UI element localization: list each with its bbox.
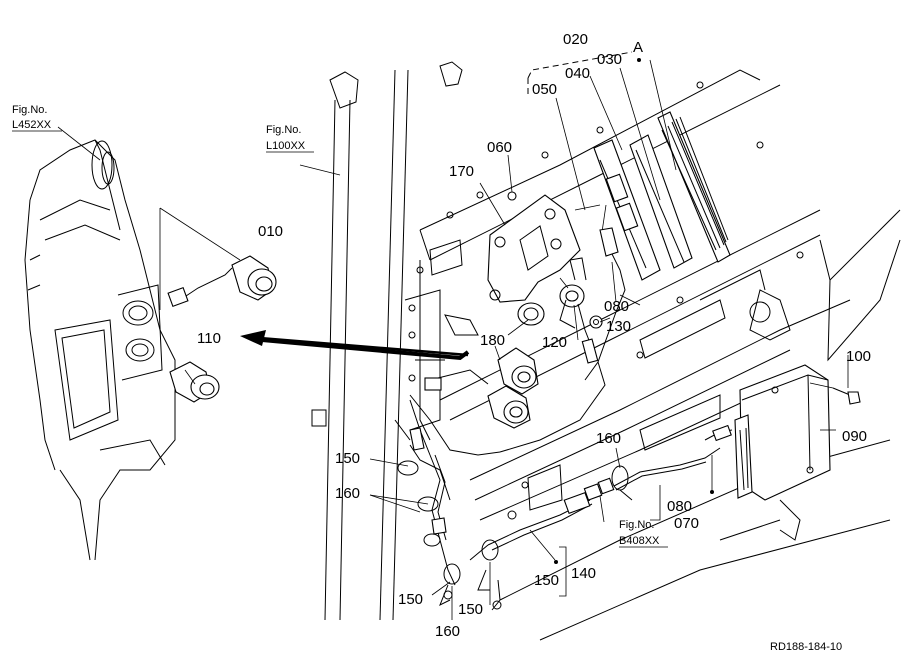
fig-ref-l452-title: Fig.No. (12, 104, 47, 116)
callout-140: 140 (571, 565, 596, 582)
part-030-lens (657, 111, 731, 263)
fig-ref-l452-code: L452XX (12, 119, 52, 131)
fender-inset-drawing (24, 139, 176, 561)
leader-010-a (159, 207, 241, 261)
leader-040 (589, 75, 623, 151)
leader-130 (599, 317, 611, 323)
bracket-080-070 (650, 485, 661, 521)
callout-150-c: 150 (398, 591, 423, 608)
fig-ref-l100-code: L100XX (266, 140, 306, 152)
part-060-screw (507, 154, 517, 201)
leader-030 (619, 67, 661, 201)
cab-frame-drawing (311, 61, 901, 641)
drawing-number: RD188-184-10 (770, 641, 842, 653)
leader-l452 (57, 126, 101, 161)
leader-a (649, 59, 677, 171)
part-100-bolt (809, 382, 861, 405)
leader-160-d (615, 447, 621, 469)
callout-150-a: 150 (335, 450, 360, 467)
leader-b408 (599, 495, 605, 523)
callout-020: 020 (563, 31, 588, 48)
callout-130: 130 (606, 318, 631, 335)
callout-160-c: 160 (435, 623, 460, 640)
callout-030: 030 (597, 51, 622, 68)
callout-080-lower: 080 (667, 498, 692, 515)
part-180-lamps (487, 302, 545, 429)
callout-150-d: 150 (458, 601, 483, 618)
wiring-harness (394, 361, 721, 611)
part-170-bracket (479, 182, 581, 303)
callout-100: 100 (846, 348, 871, 365)
callout-160-a: 160 (335, 485, 360, 502)
leader-120 (573, 304, 579, 341)
part-140-connector (529, 477, 615, 564)
part-010-switch (167, 255, 277, 308)
screw-050 (601, 204, 607, 233)
part-040-housing (629, 134, 693, 269)
callout-160-b: 160 (596, 430, 621, 447)
fig-ref-b408-title: Fig.No. (619, 519, 654, 531)
fig-ref-b408-code: B408XX (619, 535, 660, 547)
leader-180 (507, 319, 529, 336)
part-090-control-box (734, 364, 831, 501)
assembly-arrow (240, 330, 470, 361)
leader-160-b (369, 494, 421, 513)
harness-clamps (397, 427, 633, 607)
part-130-nut (589, 315, 603, 329)
part-050-frame (593, 139, 661, 281)
part-080-upper-wire (584, 227, 641, 381)
group-bracket-020 (527, 51, 633, 79)
callout-050: 050 (532, 81, 557, 98)
callout-060: 060 (487, 139, 512, 156)
callout-080-upper: 080 (604, 298, 629, 315)
leader-080-upper (611, 261, 617, 303)
callout-090: 090 (842, 428, 867, 445)
leader-160-a (369, 494, 429, 505)
callout-110: 110 (197, 330, 221, 347)
callout-170: 170 (449, 163, 474, 180)
callout-150-b: 150 (534, 572, 559, 589)
bracket-140 (559, 546, 567, 597)
callout-mark-a: A (633, 39, 643, 56)
leader-150-a (369, 458, 409, 467)
part-120-switch (559, 257, 599, 364)
part-110-socket (169, 361, 220, 403)
part-070-080-lower (704, 424, 733, 494)
mark-a-dot (637, 58, 641, 62)
leader-050 (555, 97, 586, 211)
callout-070: 070 (674, 515, 699, 532)
callout-120: 120 (542, 334, 567, 351)
fig-ref-l100-title: Fig.No. (266, 124, 301, 136)
callout-180: 180 (480, 332, 505, 349)
leader-l100 (299, 164, 341, 176)
callout-010: 010 (258, 223, 283, 240)
callout-040: 040 (565, 65, 590, 82)
leader-050-screw (574, 204, 601, 211)
leader-150-c (431, 581, 451, 596)
